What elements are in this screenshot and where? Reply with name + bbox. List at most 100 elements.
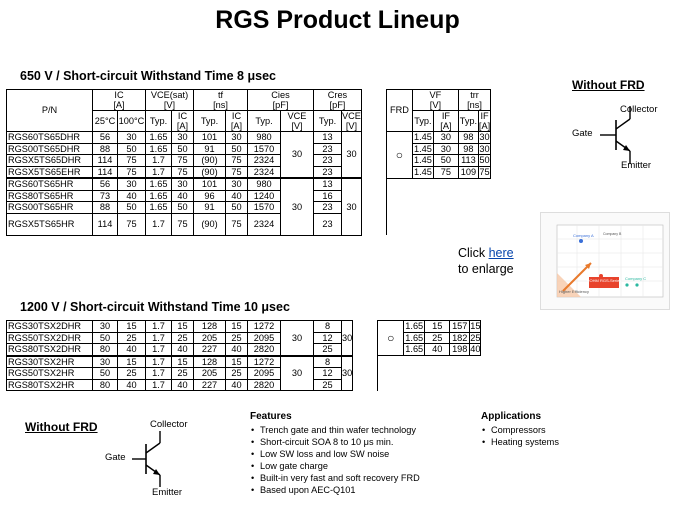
table-cell: 114 [92,165,118,179]
header-if-sub: IF[A] [477,110,492,132]
table-cell: 56 [92,131,118,144]
table-cell: 40 [117,378,146,391]
table-cell: 75 [171,154,194,167]
header-cres: Cres[pF] [313,89,362,111]
company-c-label: Company C [625,276,646,281]
emitter-label: Emitter [621,160,652,171]
table-cell: 1272 [247,320,281,333]
table-cell: 75 [225,165,248,179]
table-cell: 1240 [247,189,281,202]
header-ic-sub: IC[A] [225,110,248,132]
table-cell: 40 [171,378,194,391]
table-cell: 227 [193,343,226,356]
list-item: Built-in very fast and soft recovery FRD [250,472,420,484]
table-cell: 30 [92,320,118,333]
table-cell: 2324 [247,165,281,179]
table-cell: 30 [171,131,194,144]
gate-label: Gate [572,128,593,139]
header-typ: Typ. [193,110,226,132]
table-cell: 50 [432,154,459,167]
table-cell: 227 [193,378,226,391]
table-cell: 1.45 [411,154,434,167]
applications-list: CompressorsHeating systems [481,424,559,448]
table-cell: 25 [313,343,342,356]
frd-indicator: ○ [377,320,405,356]
table-cell: 25 [424,331,451,344]
table-cell: 56 [92,177,118,191]
table-cell: 88 [92,201,118,214]
table-cell: (90) [193,154,226,167]
table-cell: 15 [171,354,194,368]
table-cell: 25 [171,367,194,380]
list-item: Based upon AEC-Q101 [250,484,420,496]
table-cell: 40 [171,343,194,356]
table-cell: 1.7 [145,165,172,179]
header-25c: 25°C [92,110,118,132]
table-cell: 50 [117,142,146,155]
header-tf: tf[ns] [193,89,248,111]
list-item: Heating systems [481,436,559,448]
part-number: RGS60TS65HR [6,177,93,191]
table-cell: 40 [171,189,194,202]
table-cell: 1.65 [145,142,172,155]
empty-cell [404,356,425,391]
enlarge-link[interactable]: here [488,246,514,260]
table-cell: 2324 [247,212,281,236]
cres-vce-merged: 30 [340,320,354,356]
table-cell: 98 [457,131,479,144]
table-cell: 40 [225,189,248,202]
table-cell: 15 [469,320,482,333]
part-number: RGS80TSX2DHR [6,343,93,356]
table-cell: 1.7 [145,331,172,344]
table-cell: 25 [225,367,248,380]
table-650v: P/N IC[A] VCE(sat)[V] tf[ns] Cies[pF] Cr… [6,89,492,236]
table-cell: 1.45 [411,165,434,179]
table-cell: 25 [225,331,248,344]
table-cell: 1.45 [411,131,434,144]
table-cell: (90) [193,212,226,236]
header-typ: Typ. [145,110,172,132]
table-cell: 128 [193,320,226,333]
list-item: Short-circuit SOA 8 to 10 μs min. [250,436,420,448]
features-list: Trench gate and thin wafer technologySho… [250,424,420,496]
frd-indicator: ○ [385,131,413,179]
chart-thumbnail[interactable]: ROHM RGS-Series Company A Company B Comp… [540,212,670,310]
table-cell: 114 [92,154,118,167]
table-cell: 25 [469,331,482,344]
table-cell: 15 [117,320,146,333]
series-label: ROHM RGS-Series [587,278,622,283]
gap [360,89,387,132]
features-heading: Features [250,411,292,422]
header-trr: trr[ns] [457,89,492,111]
table-cell: 50 [225,201,248,214]
table-cell: 98 [457,142,479,155]
table-cell: 15 [225,354,248,368]
table-cell: 30 [117,131,146,144]
table-cell: 109 [457,165,479,179]
cres-ic-merged: 30 [280,177,314,236]
table-cell: 1.7 [145,320,172,333]
header-cies: Cies[pF] [247,89,314,111]
table-cell: 30 [225,177,248,191]
table-cell: 13 [313,131,342,144]
table-cell: 1.7 [145,354,172,368]
header-if-sub: IF[A] [432,110,459,132]
table-cell: 101 [193,177,226,191]
table-cell: 114 [92,212,118,236]
table-cell: 16 [313,189,342,202]
table-cell: 25 [313,378,342,391]
table-cell: 40 [225,343,248,356]
table-cell: 13 [313,177,342,191]
header-vf: VF[V] [411,89,459,111]
list-item: Compressors [481,424,559,436]
